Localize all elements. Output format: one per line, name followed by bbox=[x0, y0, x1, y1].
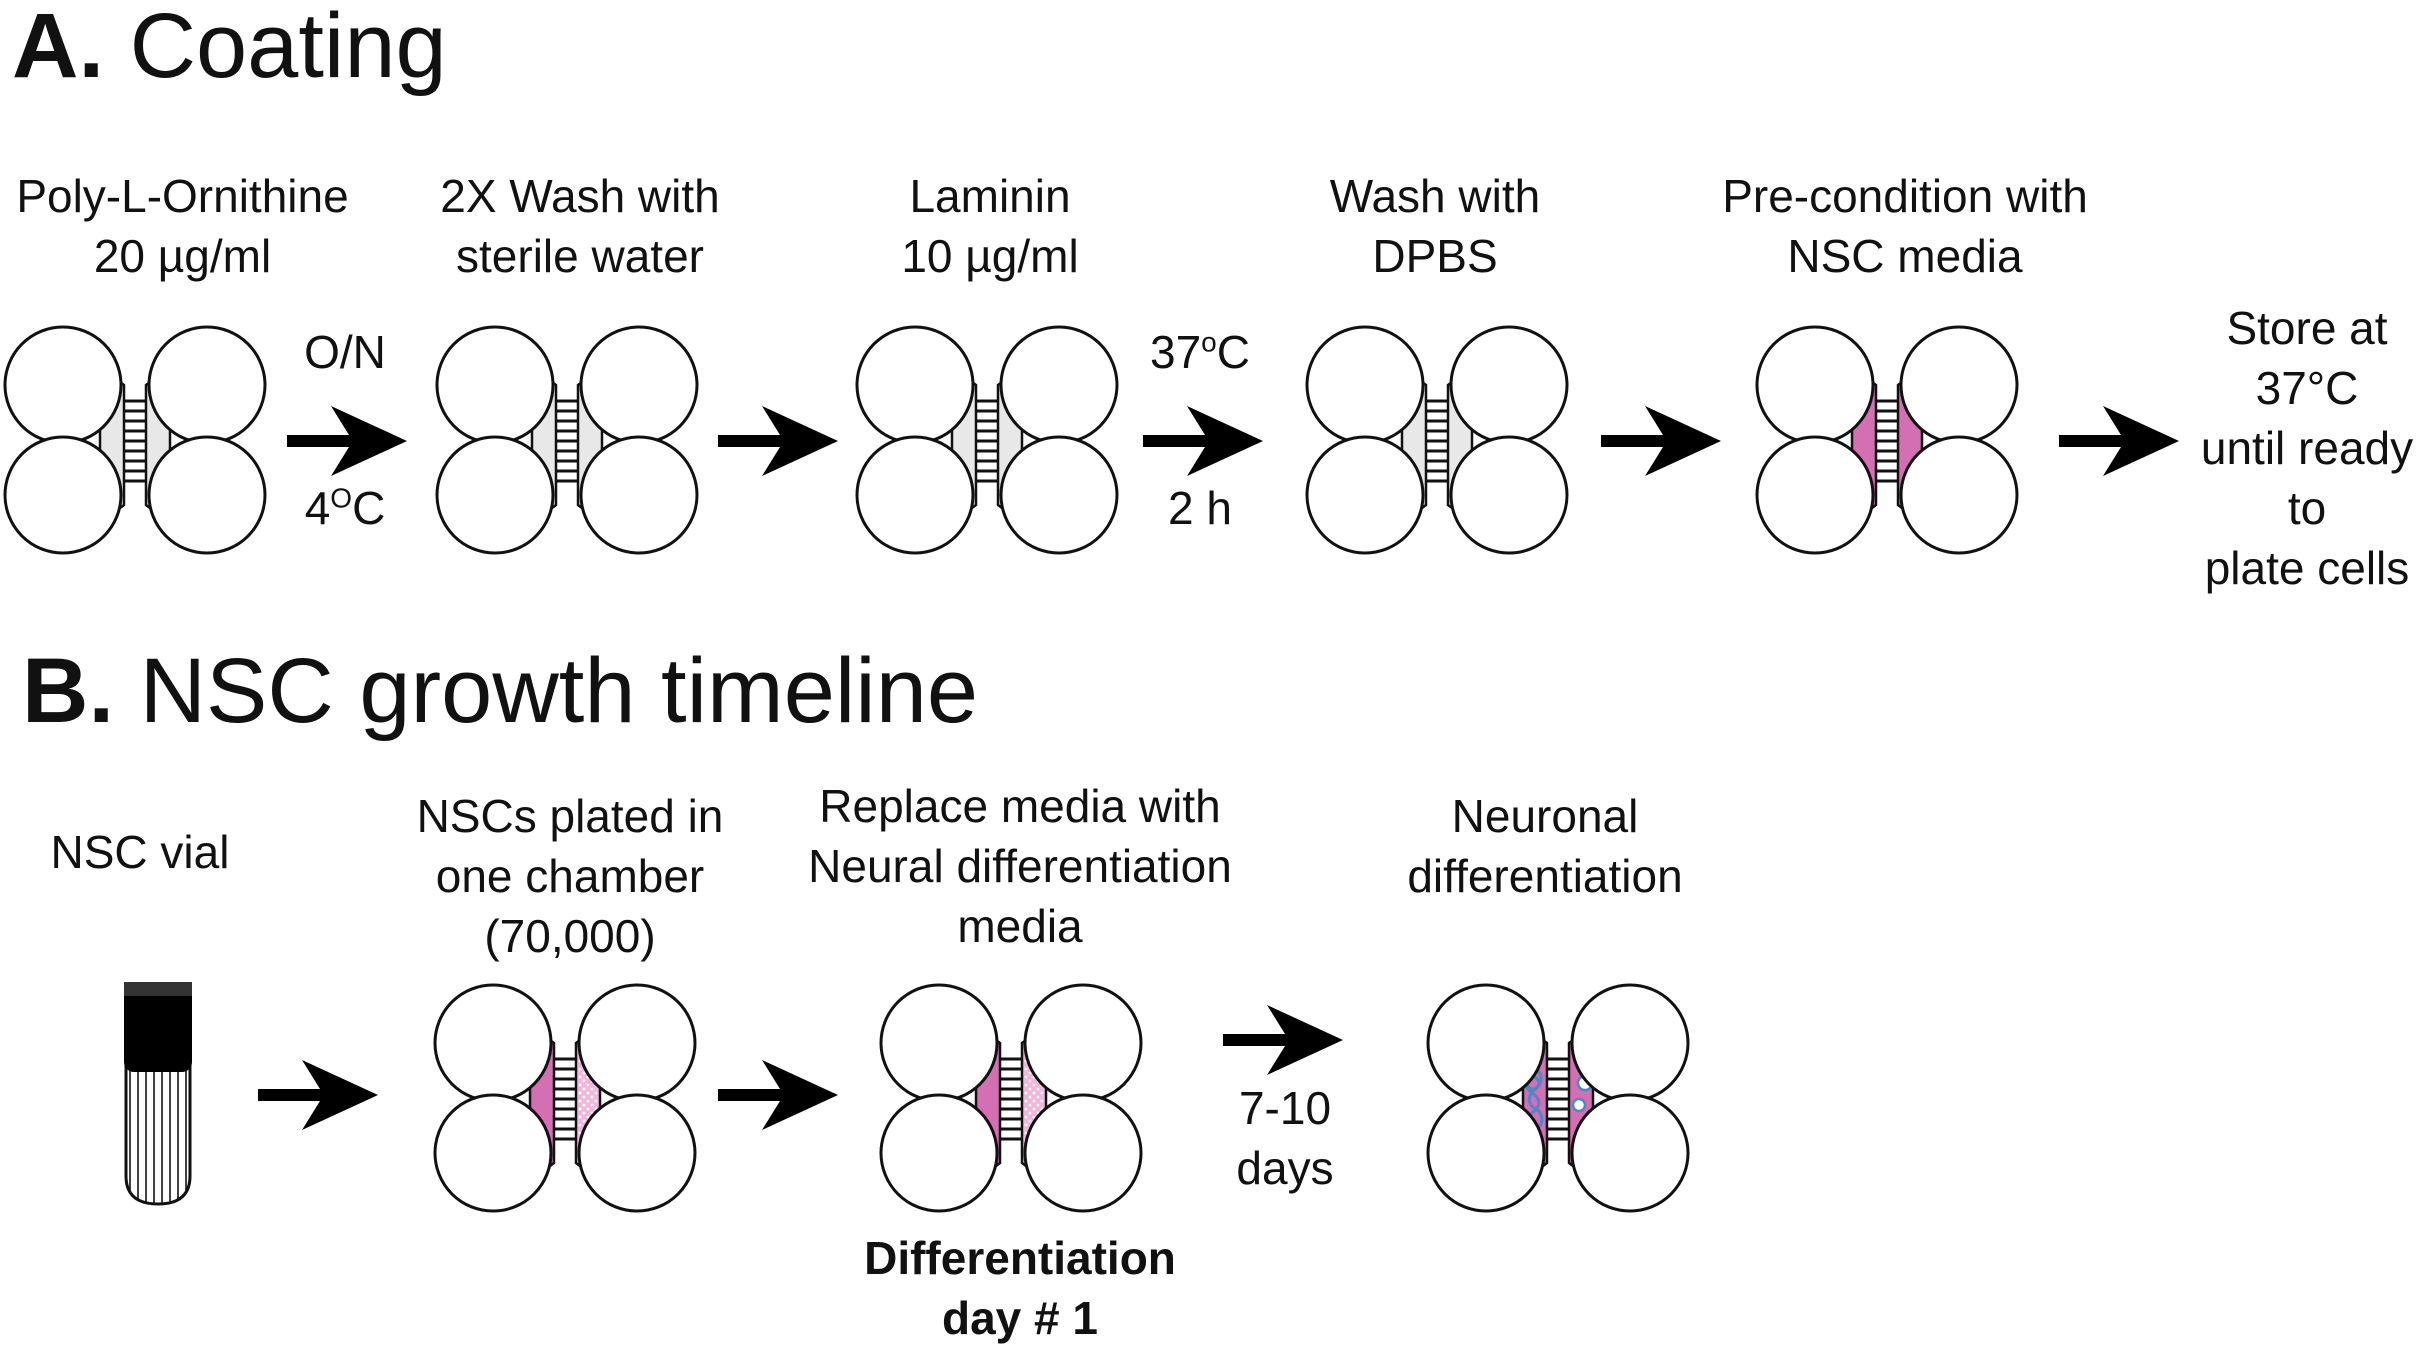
step-a2-line1: 2X Wash with bbox=[440, 170, 720, 222]
arrow-a1-bottom-unit: C bbox=[352, 482, 386, 534]
arrow-a1-bottom-base: 4 bbox=[304, 482, 331, 534]
chamber-slide-icon bbox=[435, 325, 699, 555]
panel-b-letter: B. bbox=[22, 640, 114, 742]
tube-icon bbox=[124, 982, 192, 1206]
step-a3-line1: Laminin bbox=[909, 170, 1071, 222]
step-a3-label: Laminin 10 µg/ml bbox=[860, 166, 1120, 286]
arrow-right-icon bbox=[1143, 406, 1263, 476]
arrow-a3-top-unit: C bbox=[1216, 326, 1250, 378]
arrow-a3-top-label: 37oC bbox=[1135, 322, 1265, 382]
arrow-right-icon bbox=[2059, 406, 2179, 476]
arrow-b3-line1: 7-10 bbox=[1238, 1082, 1332, 1134]
step-a5-label: Pre-condition with NSC media bbox=[1690, 166, 2120, 286]
step-a1-line2: 20 µg/ml bbox=[93, 230, 272, 282]
store-line4: to bbox=[2287, 482, 2327, 534]
store-line5: plate cells bbox=[2204, 542, 2410, 594]
step-b2-line3: (70,000) bbox=[484, 910, 656, 962]
arrow-b3-label: 7-10 days bbox=[1200, 1078, 1370, 1198]
chamber-slide-icon bbox=[1305, 325, 1569, 555]
arrow-a3-top-base: 37 bbox=[1150, 326, 1202, 378]
step-b3-line2: Neural differentiation bbox=[808, 840, 1232, 892]
panel-b-title: B. NSC growth timeline bbox=[22, 645, 978, 737]
step-a3-line2: 10 µg/ml bbox=[901, 230, 1079, 282]
step-b3-line1: Replace media with bbox=[819, 780, 1221, 832]
panel-a-title: A. Coating bbox=[12, 0, 447, 92]
chamber-slide-icon bbox=[433, 983, 697, 1213]
differentiation-day-label: Differentiation day # 1 bbox=[830, 1228, 1210, 1348]
chamber-slide-icon bbox=[1755, 325, 2019, 555]
chamber-slide-icon bbox=[855, 325, 1119, 555]
arrow-right-icon bbox=[1223, 1005, 1343, 1075]
step-b3-line3: media bbox=[957, 900, 1083, 952]
step-a1-label: Poly-L-Ornithine 20 µg/ml bbox=[0, 166, 365, 286]
step-a2-label: 2X Wash with sterile water bbox=[425, 166, 735, 286]
step-a4-line1: Wash with bbox=[1329, 170, 1541, 222]
store-line2: 37°C bbox=[2255, 362, 2359, 414]
panel-b-title-text: NSC growth timeline bbox=[139, 640, 979, 742]
step-b4-line1: Neuronal bbox=[1451, 790, 1639, 842]
arrow-a3-bottom-label: 2 h bbox=[1168, 482, 1232, 534]
arrow-a3-top-sup: o bbox=[1201, 326, 1217, 358]
chamber-slide-icon bbox=[1426, 983, 1690, 1213]
arrow-right-icon bbox=[287, 406, 407, 476]
differentiation-day-line2: day # 1 bbox=[942, 1292, 1098, 1344]
panel-a-title-text: Coating bbox=[129, 0, 447, 97]
step-a4-line2: DPBS bbox=[1372, 230, 1498, 282]
step-a2-line2: sterile water bbox=[456, 230, 704, 282]
step-a4-label: Wash with DPBS bbox=[1300, 166, 1570, 286]
step-b3-label: Replace media with Neural differentiatio… bbox=[770, 776, 1270, 956]
chamber-slide-icon bbox=[879, 983, 1143, 1213]
step-a1-line1: Poly-L-Ornithine bbox=[16, 170, 349, 222]
arrow-right-icon bbox=[718, 406, 838, 476]
arrow-b3-line2: days bbox=[1236, 1142, 1334, 1194]
arrow-right-icon bbox=[718, 1060, 838, 1130]
arrow-a1-bottom-sup: O bbox=[330, 482, 353, 514]
step-b2-line1: NSCs plated in bbox=[416, 790, 724, 842]
step-b4-label: Neuronal differentiation bbox=[1370, 786, 1720, 906]
differentiation-day-line1: Differentiation bbox=[864, 1232, 1176, 1284]
step-b4-line2: differentiation bbox=[1407, 850, 1683, 902]
store-line3: until ready bbox=[2200, 422, 2414, 474]
arrow-right-icon bbox=[1601, 406, 1721, 476]
vial-label: NSC vial bbox=[50, 826, 230, 878]
step-a5-line1: Pre-condition with bbox=[1722, 170, 2088, 222]
step-a5-line2: NSC media bbox=[1787, 230, 2023, 282]
arrow-a1-bottom-label: 4OC bbox=[285, 478, 405, 538]
step-b2-line2: one chamber bbox=[435, 850, 705, 902]
step-b2-label: NSCs plated in one chamber (70,000) bbox=[385, 786, 755, 966]
arrow-a1-top-label: O/N bbox=[304, 326, 386, 378]
store-label: Store at 37°C until ready to plate cells bbox=[2190, 298, 2424, 598]
store-line1: Store at bbox=[2226, 302, 2388, 354]
chamber-slide-icon bbox=[3, 325, 267, 555]
panel-a-letter: A. bbox=[12, 0, 104, 97]
arrow-right-icon bbox=[258, 1060, 378, 1130]
